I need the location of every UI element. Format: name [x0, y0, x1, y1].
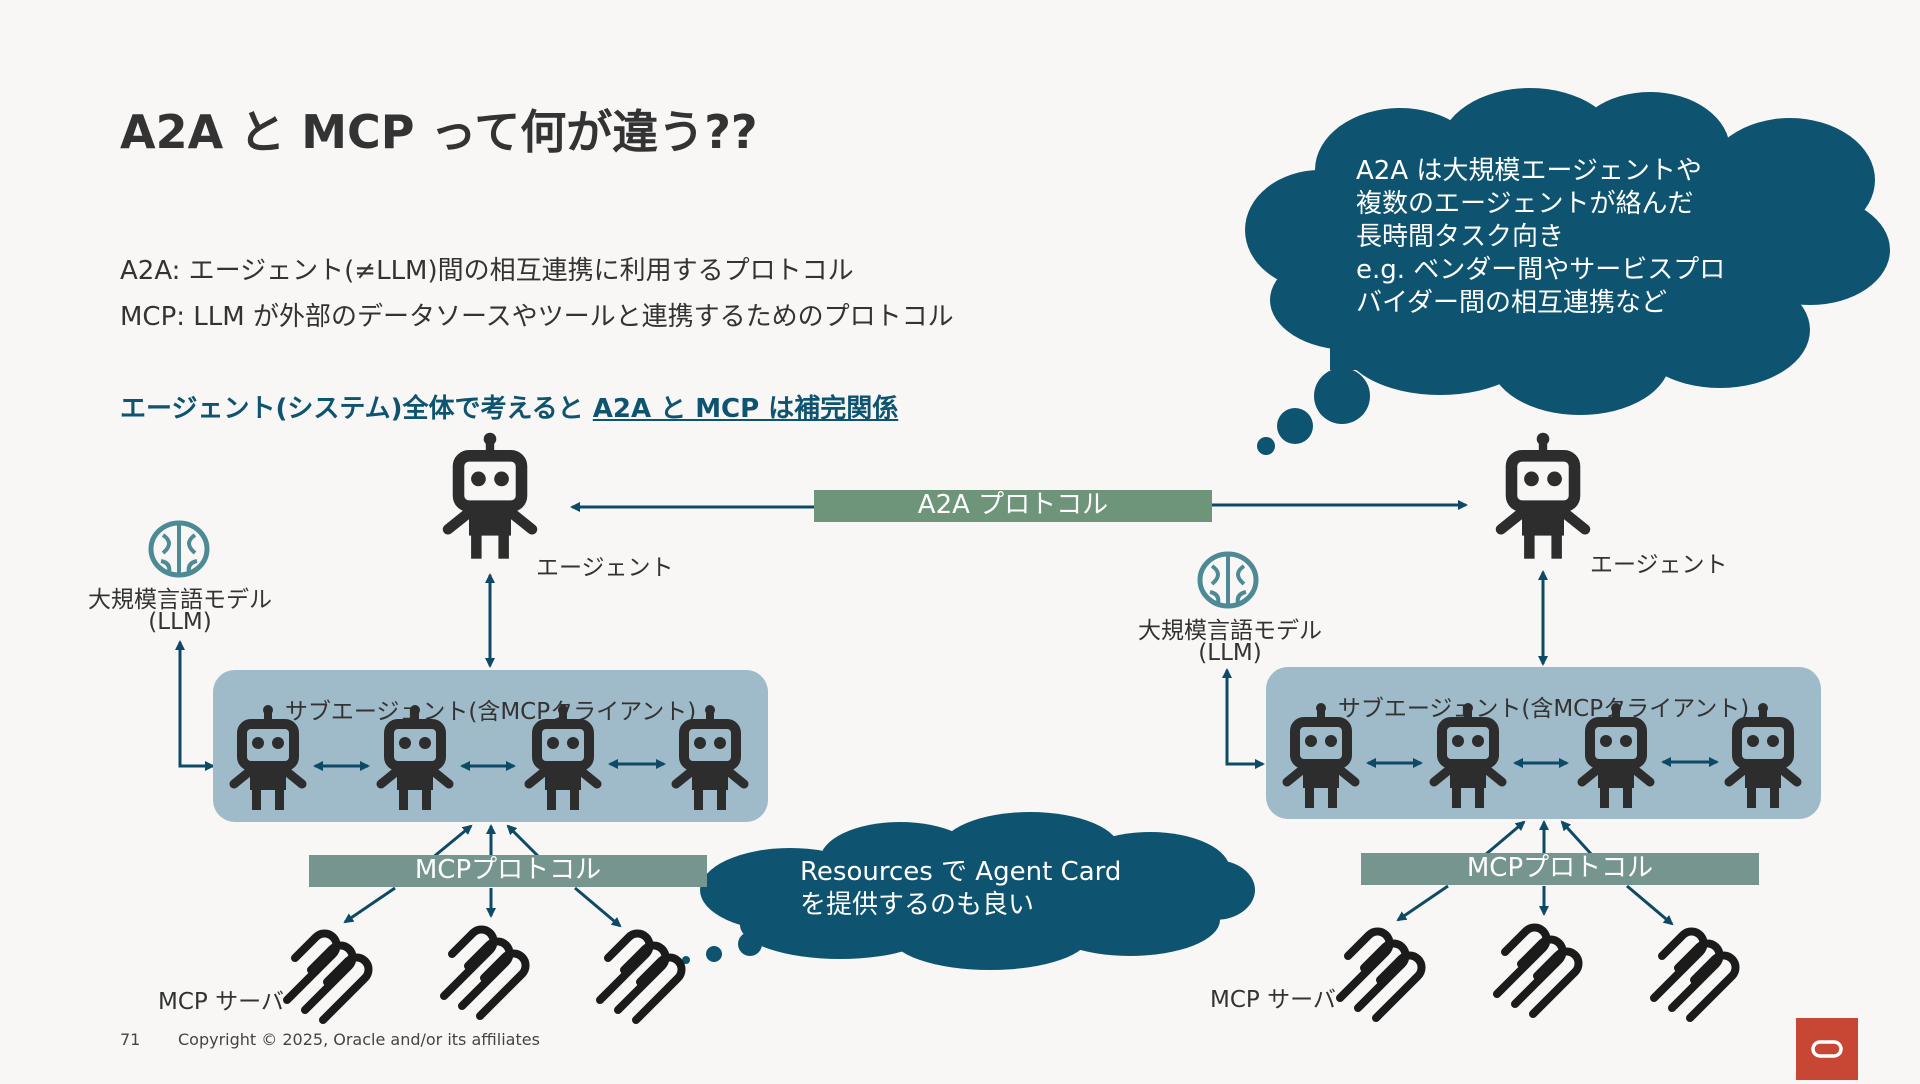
right-mcp-server-icon-1 — [1340, 931, 1422, 1018]
thought-small-line-2: を提供するのも良い — [800, 890, 1035, 920]
left-mcp-server-icon-1 — [287, 933, 369, 1020]
thought-big-line-5: バイダー間の相互連携など — [1356, 288, 1667, 318]
right-subagent-robot-4 — [1729, 703, 1797, 808]
left-subagent-robot-2 — [381, 705, 449, 810]
left-mcp-server-label: MCP サーバ — [158, 989, 284, 1015]
conclusion-prefix: エージェント(システム)全体で考えると — [120, 394, 593, 424]
oracle-logo — [1796, 1018, 1858, 1080]
right-llm-label-1: 大規模言語モデル — [1138, 618, 1322, 644]
thought-small-line-1: Resources で Agent Card — [800, 857, 1122, 887]
right-subagent-robot-1 — [1287, 703, 1355, 808]
left-mcp-server-icon-3 — [600, 933, 682, 1020]
page-number: 71 — [120, 1030, 141, 1049]
thought-big-line-1: A2A は大規模エージェントや — [1356, 156, 1702, 186]
thought-cloud-small — [682, 812, 1255, 970]
thought-big-line-3: 長時間タスク向き — [1356, 222, 1565, 252]
right-subagent-robot-3 — [1582, 703, 1650, 808]
slide-title: A2A と MCP って何が違う?? — [120, 105, 758, 159]
left-llm-label-2: (LLM) — [148, 609, 212, 635]
left-subagent-robot-1 — [234, 705, 302, 810]
thought-big-text: A2A は大規模エージェントや 複数のエージェントが絡んだ 長時間タスク向き e… — [1356, 155, 1725, 320]
right-mcp-server-icon-2 — [1497, 927, 1579, 1014]
left-subagent-robot-3 — [529, 705, 597, 810]
left-mcp-server-icon-2 — [444, 929, 526, 1016]
right-mcp-protocol-band: MCPプロトコル — [1361, 853, 1759, 885]
right-agent-label: エージェント — [1590, 552, 1728, 578]
conclusion-text: エージェント(システム)全体で考えると A2A と MCP は補完関係 — [120, 388, 898, 425]
thought-big-line-2: 複数のエージェントが絡んだ — [1356, 189, 1694, 219]
left-mcp-protocol-band: MCPプロトコル — [309, 855, 707, 887]
thought-small-text: Resources で Agent Card を提供するのも良い — [800, 856, 1121, 922]
oracle-o-icon — [1811, 1040, 1843, 1058]
right-llm-label-2: (LLM) — [1198, 640, 1262, 666]
left-agent-label: エージェント — [536, 555, 674, 581]
thought-cloud-big — [1245, 88, 1890, 455]
left-subagent-label: サブエージェント(含MCPクライアント) — [284, 699, 697, 725]
a2a-protocol-band: A2A プロトコル — [814, 490, 1212, 522]
right-subagent-robot-2 — [1434, 703, 1502, 808]
mcp-definition: MCP: LLM が外部のデータソースやツールと連携するためのプロトコル — [120, 302, 954, 332]
right-mcp-server-icon-3 — [1654, 931, 1736, 1018]
left-subagent-robot-4 — [676, 705, 744, 810]
copyright: Copyright © 2025, Oracle and/or its affi… — [178, 1030, 540, 1049]
right-mcp-server-label: MCP サーバ — [1210, 987, 1336, 1013]
a2a-definition: A2A: エージェント(≠LLM)間の相互連携に利用するプロトコル — [120, 256, 854, 286]
left-llm-label-1: 大規模言語モデル — [88, 587, 272, 613]
right-subagent-label: サブエージェント(含MCPクライアント) — [1337, 696, 1750, 722]
conclusion-emphasis: A2A と MCP は補完関係 — [592, 394, 899, 424]
left-subagent-box: サブエージェント(含MCPクライアント) — [213, 670, 768, 822]
thought-big-line-4: e.g. ベンダー間やサービスプロ — [1356, 255, 1726, 285]
right-subagent-box: サブエージェント(含MCPクライアント) — [1266, 667, 1821, 819]
